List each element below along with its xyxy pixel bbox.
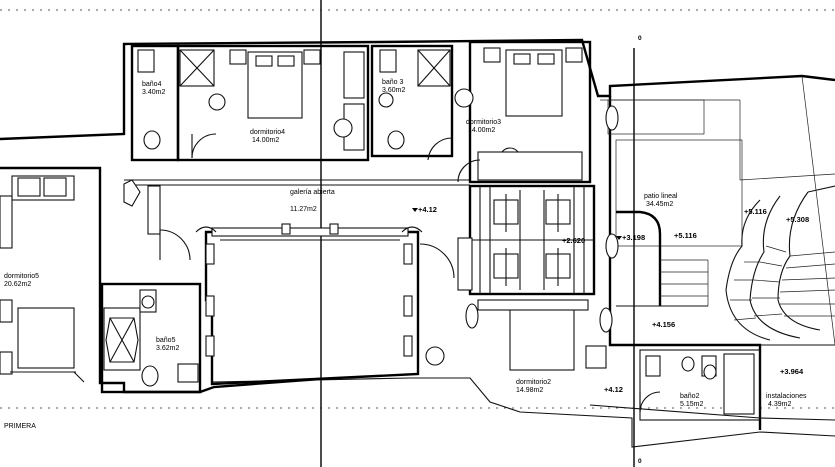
level-mark: +3.964 [780,367,804,376]
room-area: 3.60m2 [382,87,405,94]
room-name: patio lineal [644,193,678,200]
level-mark: +4.12 [604,385,623,394]
axis-label: 0 [638,35,642,42]
room-name: dormitorio5 [4,273,39,280]
wing-north-east [370,40,592,184]
room-name: galería abierta [290,189,335,196]
level-markers [412,208,622,240]
bedroom-2 [465,299,613,371]
room-name: baño5 [156,337,176,344]
room-labels: baño4 3.40m2 dormitorio4 14.00m2 baño 3 … [4,79,807,408]
room-area: 3.40m2 [142,89,165,96]
room-area: 20.62m2 [4,281,31,288]
plan-caption: PRIMERA [4,423,36,430]
bedroom-west [0,175,85,383]
patio-block [605,99,743,307]
room-area: 5.15m2 [680,401,703,408]
level-mark: +5.116 [744,207,767,216]
sink [208,93,226,111]
level-mark: +5.308 [786,215,809,224]
central-stair [457,184,596,296]
wash-basin [143,130,161,150]
axis-label: 0 [638,458,642,465]
room-name: instalaciones [766,393,807,400]
room-area: 4.39m2 [768,401,791,408]
room-area: 14.00m2 [252,137,279,144]
level-mark: +4.156 [652,320,675,329]
level-mark: +2.620 [562,236,585,245]
room-area: 14.00m2 [468,127,495,134]
central-courtyard [195,223,455,386]
room-area: 34.45m2 [646,201,673,208]
room-name: dormitorio2 [516,379,551,386]
dimension-lines [600,75,835,346]
spiral-stair [725,185,835,341]
room-name: dormitorio4 [250,129,285,136]
level-mark: +3.198 [622,233,645,242]
bathroom-2-and-utility [639,349,761,421]
room-area: 11.27m2 [290,206,317,213]
toilet [137,49,155,73]
room-name: dormitorio3 [466,119,501,126]
level-mark: +5.116 [674,231,697,240]
bathroom-5 [100,282,202,394]
wardrobe [343,51,365,99]
wing-north-west [130,44,370,162]
room-area: 14.98m2 [516,387,543,394]
gallery [123,179,191,261]
room-area: 3.62m2 [156,345,179,352]
level-mark: +4.12 [418,205,437,214]
level-marks: +4.12 +2.620 +3.198 +5.116 +5.116 +5.308… [418,205,809,394]
room-name: baño 3 [382,79,404,86]
room-name: baño4 [142,81,162,88]
room-name: baño2 [680,393,700,400]
